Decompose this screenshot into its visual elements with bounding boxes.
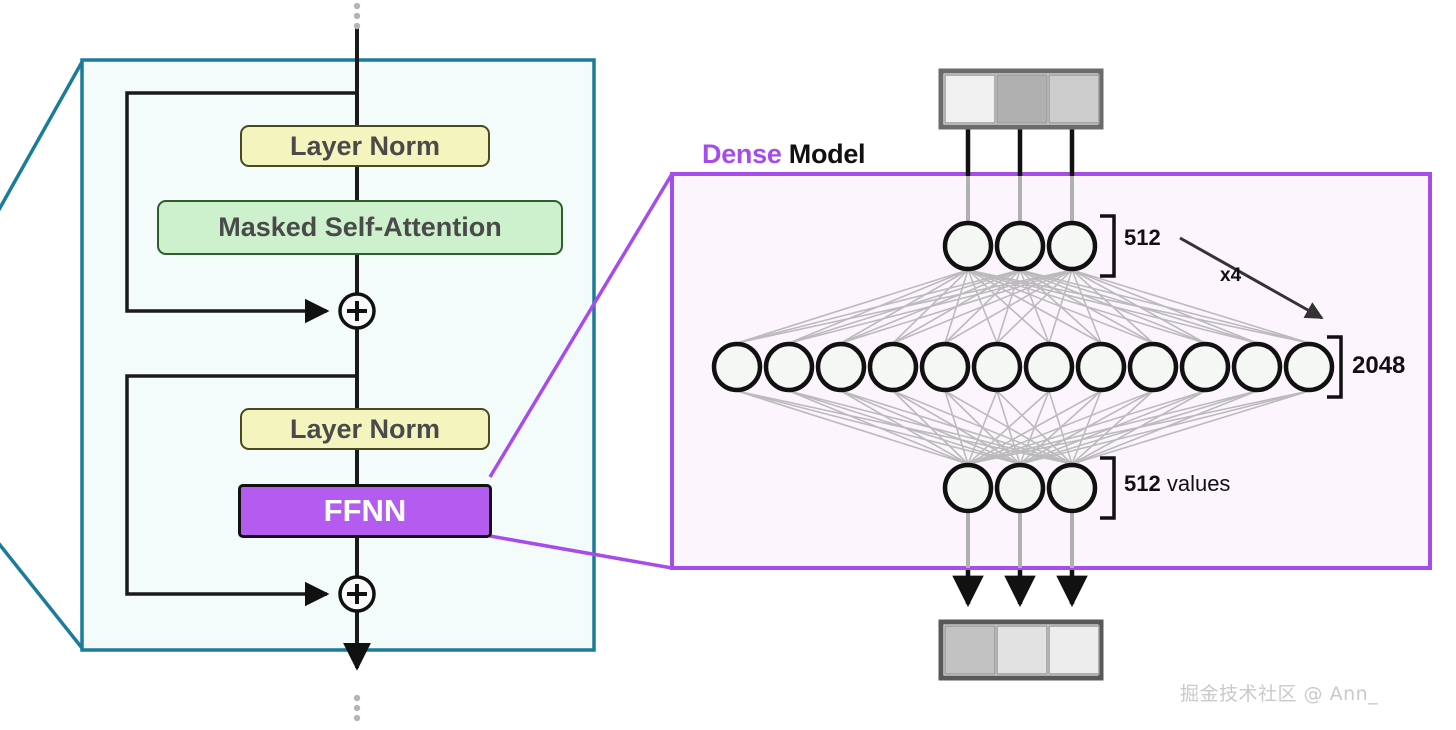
ffnn-label: FFNN <box>323 493 407 528</box>
layer-norm-2-box[interactable]: Layer Norm <box>240 408 490 450</box>
hidden-layer-nodes <box>711 341 1335 393</box>
output-token-cell-1 <box>996 625 1048 675</box>
layer-norm-2-label: Layer Norm <box>289 413 441 444</box>
bracket-512-input <box>1100 214 1116 278</box>
residual-add-2-icon <box>338 575 376 613</box>
layer-norm-1-label: Layer Norm <box>289 130 441 161</box>
ellipsis-top-icon <box>353 2 361 30</box>
residual-path-2 <box>125 374 357 607</box>
layer-norm-1-box[interactable]: Layer Norm <box>240 125 490 167</box>
residual-path-1 <box>125 91 357 324</box>
input-token-cell-2 <box>1048 74 1100 124</box>
bracket-512-output <box>1100 456 1116 520</box>
expansion-arrow <box>1179 236 1324 320</box>
zoom-connector-bottom <box>489 534 673 570</box>
input-token-cell-1 <box>996 74 1048 124</box>
input-token-leads <box>965 126 1075 176</box>
dense-model-title-accent: Dense <box>702 139 782 169</box>
edges-hidden-output <box>736 390 1310 465</box>
input-token-row <box>938 68 1104 130</box>
output-arrows <box>952 570 1088 608</box>
residual-add-1-icon <box>338 292 376 330</box>
block-connector-top <box>0 61 84 212</box>
input-token-cell-0 <box>944 74 996 124</box>
output-layer-nodes <box>942 462 1098 514</box>
block-connector-bottom <box>0 542 84 650</box>
ellipsis-bottom-icon <box>353 694 361 722</box>
output-token-row <box>938 619 1104 681</box>
hidden-layer-size-label: 2048 <box>1352 352 1406 379</box>
expansion-factor-label: x4 <box>1220 265 1242 286</box>
watermark-label: 掘金技术社区 @ Ann_ <box>1180 683 1379 705</box>
bracket-2048-hidden <box>1327 335 1343 399</box>
zoom-connector-top <box>488 173 674 478</box>
dense-model-title: Dense Model <box>702 139 866 170</box>
output-layer-size-unit: values <box>1160 471 1231 496</box>
input-layer-nodes <box>942 220 1098 272</box>
output-layer-size-label: 512 values <box>1124 471 1230 497</box>
output-token-cell-2 <box>1048 625 1100 675</box>
masked-self-attention-box[interactable]: Masked Self-Attention <box>157 200 563 255</box>
edges-input-hidden <box>736 269 1310 344</box>
output-token-cell-0 <box>944 625 996 675</box>
output-layer-size-number: 512 <box>1124 471 1161 496</box>
input-layer-size-label: 512 <box>1124 225 1161 250</box>
input-token-stems <box>966 174 1074 222</box>
dense-model-title-rest: Model <box>788 139 866 169</box>
masked-self-attention-label: Masked Self-Attention <box>218 212 502 242</box>
ffnn-box[interactable]: FFNN <box>238 484 492 538</box>
